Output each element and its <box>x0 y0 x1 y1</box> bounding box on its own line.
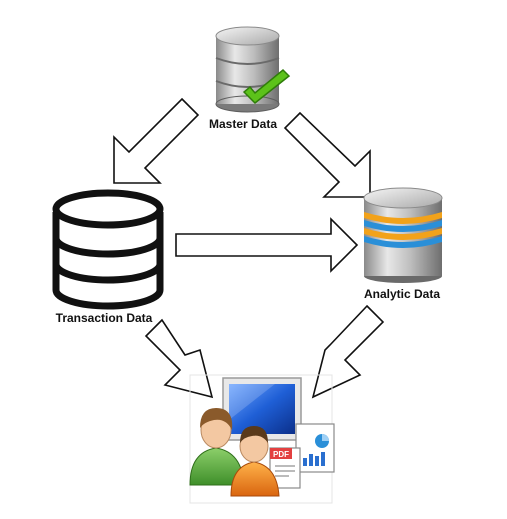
arrow-transaction-to-users <box>144 318 214 399</box>
pdf-badge: PDF <box>273 450 289 459</box>
analytic-data-label: Analytic Data <box>363 287 441 301</box>
transaction-data-label: Transaction Data <box>55 311 153 325</box>
arrow-master-to-analytic <box>283 111 371 198</box>
arrow-transaction-to-analytic <box>175 217 359 273</box>
users-computer-reports-icon: PDF <box>189 374 335 504</box>
arrow-master-to-transaction <box>113 97 200 184</box>
database-outline-icon <box>52 189 164 310</box>
arrow-analytic-to-users <box>311 304 385 399</box>
database-check-icon <box>215 26 291 113</box>
arrows <box>113 97 385 399</box>
master-data-label: Master Data <box>208 117 278 131</box>
database-striped-icon <box>363 187 443 283</box>
